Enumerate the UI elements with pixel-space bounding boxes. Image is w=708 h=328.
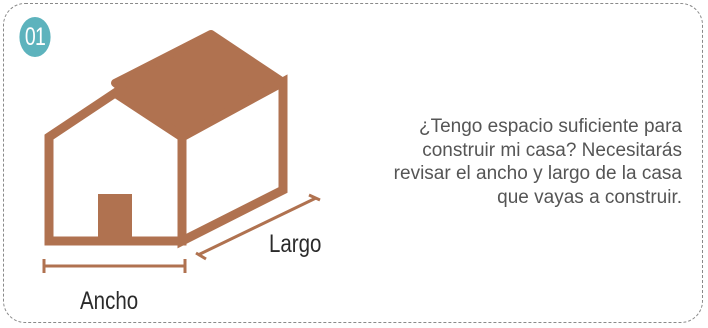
width-dimension-line — [42, 259, 187, 273]
info-card — [3, 3, 703, 323]
description-text: ¿Tengo espacio suficiente para construir… — [393, 116, 682, 208]
house-side-wall — [177, 74, 288, 249]
step-number-badge: 01 — [19, 17, 51, 57]
length-dimension-line — [195, 193, 321, 261]
house-icon — [44, 30, 288, 249]
length-label: Largo — [269, 230, 322, 258]
width-label: Ancho — [80, 287, 139, 315]
house-door — [98, 194, 132, 242]
